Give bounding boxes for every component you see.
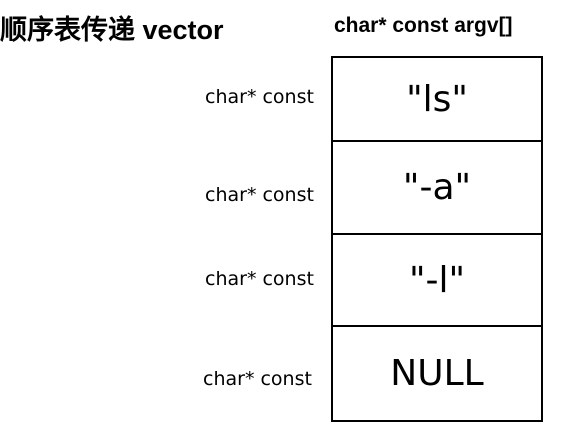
cell-type-label-1: char* const <box>205 184 314 206</box>
argv-cell-3: NULL <box>333 327 541 420</box>
vector-title: 顺序表传递 vector <box>0 15 224 45</box>
argv-cell-value-1: "-a" <box>402 167 472 208</box>
cell-type-label-3: char* const <box>203 368 312 390</box>
argv-cell-value-2: "-l" <box>408 259 466 301</box>
argv-cell-1: "-a" <box>333 142 541 235</box>
argv-title: char* const argv[] <box>334 14 513 37</box>
argv-cell-0: "ls" <box>333 58 541 142</box>
argv-cell-2: "-l" <box>333 235 541 327</box>
cell-type-label-0: char* const <box>205 86 314 108</box>
argv-cell-value-3: NULL <box>390 353 484 394</box>
argv-array-box: "ls" "-a" "-l" NULL <box>331 56 543 422</box>
cell-type-label-2: char* const <box>205 268 314 290</box>
argv-cell-value-0: "ls" <box>406 78 468 120</box>
